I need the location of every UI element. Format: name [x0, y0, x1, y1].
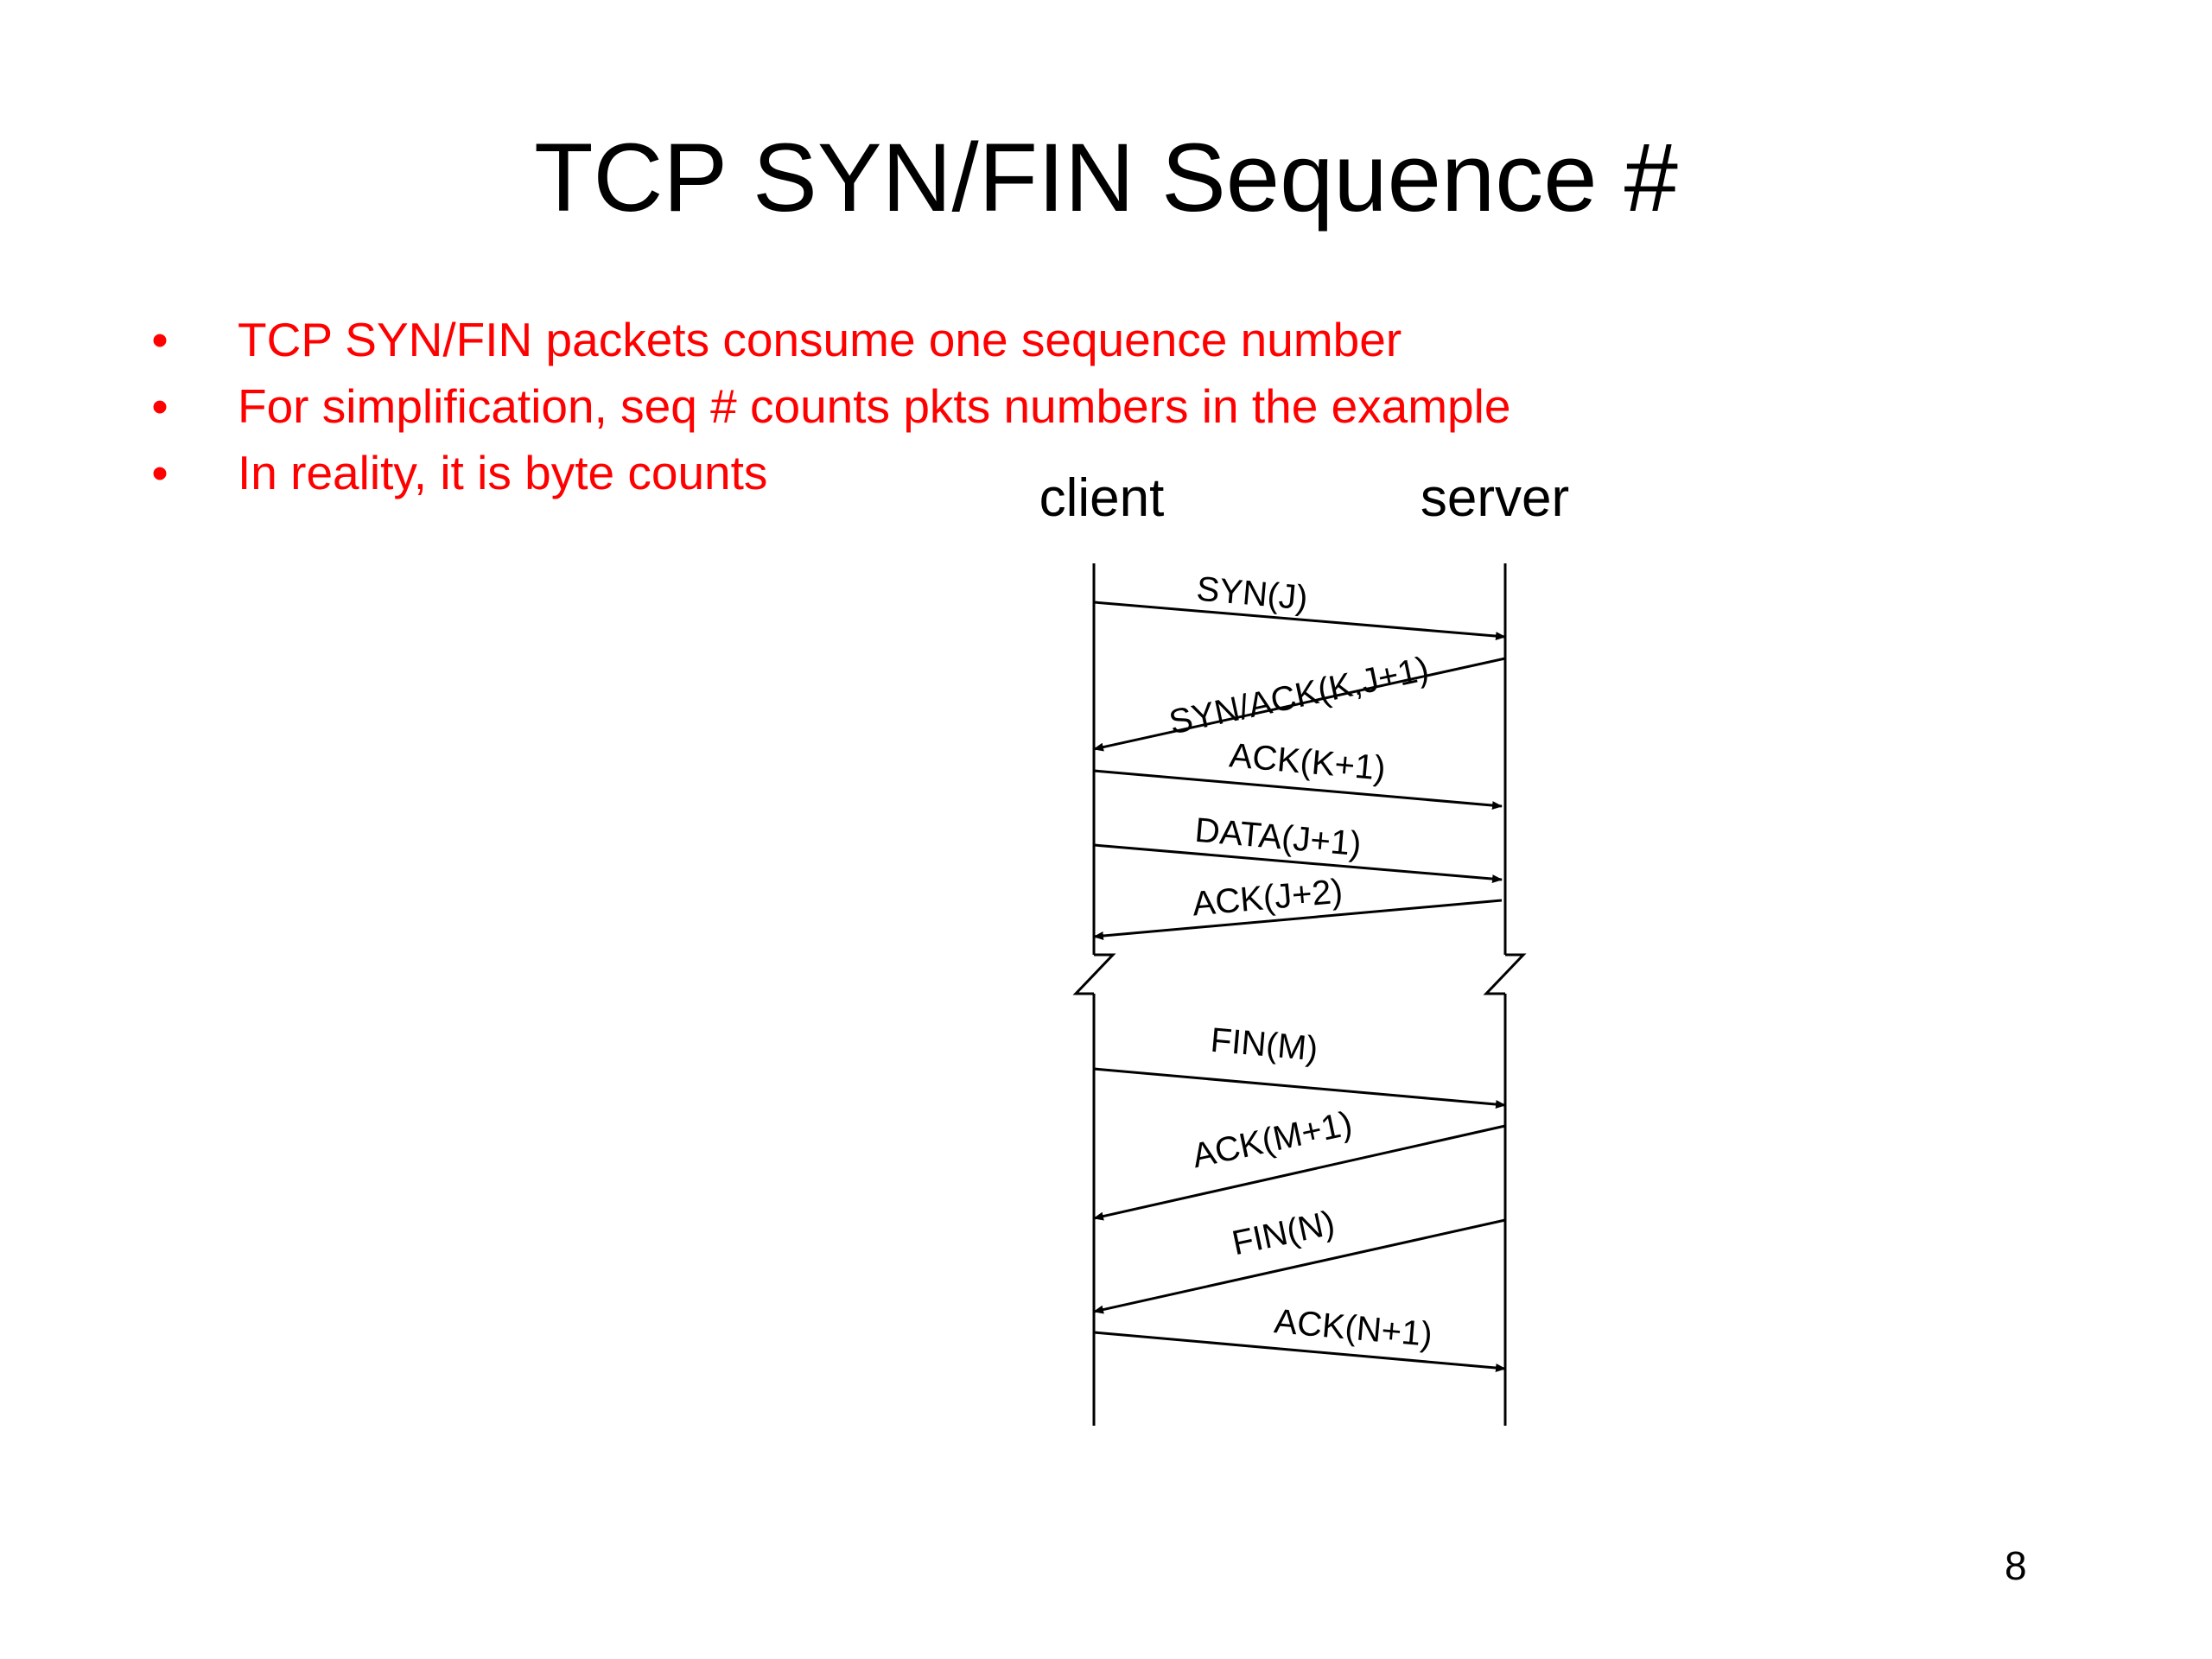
message-ack-k1: ACK(K+1): [1093, 736, 1503, 810]
slide-title: TCP SYN/FIN Sequence #: [534, 124, 1678, 232]
server-timeline: [1483, 563, 1527, 1426]
bullet-text-2: For simplification, seq # counts pkts nu…: [238, 379, 1511, 433]
message-arrow: [1093, 1067, 1506, 1109]
client-label: client: [1039, 468, 1165, 528]
message-arrow: [1093, 601, 1506, 641]
bullet-text-3: In reality, it is byte counts: [238, 446, 768, 499]
message-arrow: [1093, 899, 1503, 941]
message-arrow: [1093, 1124, 1506, 1221]
message-label: FIN(N): [1229, 1204, 1338, 1262]
message-syn: SYN(J): [1093, 570, 1506, 641]
message-arrow: [1093, 843, 1503, 884]
message-data: DATA(J+1): [1093, 811, 1503, 884]
message-ack-j2: ACK(J+2): [1093, 873, 1503, 941]
message-label: ACK(K+1): [1228, 736, 1387, 788]
message-fin-n: FIN(N): [1093, 1204, 1506, 1314]
message-label: ACK(N+1): [1273, 1302, 1434, 1354]
message-label: SYN(J): [1195, 570, 1309, 618]
message-arrow: [1093, 769, 1503, 810]
message-label: FIN(M): [1209, 1021, 1319, 1069]
client-timeline: [1072, 563, 1116, 1426]
message-ack-m1: ACK(M+1): [1093, 1104, 1506, 1221]
server-label: server: [1421, 468, 1569, 528]
message-arrow: [1093, 1218, 1506, 1314]
message-arrow: [1093, 1331, 1506, 1373]
message-label: SYN/ACK(K,J+1): [1166, 650, 1432, 742]
message-syn-ack: SYN/ACK(K,J+1): [1093, 650, 1506, 752]
bullet-dot: •: [151, 313, 168, 366]
bullet-dot: •: [151, 379, 168, 433]
bullet-text-1: TCP SYN/FIN packets consume one sequence…: [238, 313, 1402, 366]
page-number: 8: [2005, 1543, 2027, 1588]
message-fin-m: FIN(M): [1093, 1021, 1506, 1109]
message-arrow: [1093, 657, 1506, 752]
message-ack-n1: ACK(N+1): [1093, 1302, 1506, 1373]
bullet-dot: •: [151, 446, 168, 499]
